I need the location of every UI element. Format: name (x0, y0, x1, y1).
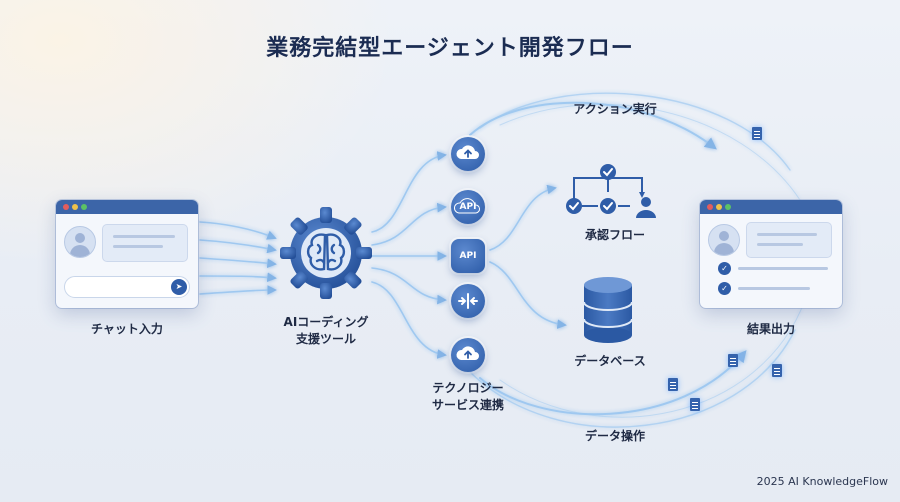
label-tech: テクノロジー サービス連携 (418, 380, 518, 414)
text-line (113, 245, 163, 248)
send-icon[interactable]: ➤ (171, 279, 187, 295)
api-top-label: API (459, 202, 477, 212)
text-line (738, 287, 810, 290)
maximize-dot-icon (81, 204, 87, 210)
brain-gear-icon (280, 207, 372, 299)
database-icon (583, 277, 633, 343)
api-mid-label: API (459, 251, 477, 261)
label-action: アクション実行 (573, 102, 657, 116)
check-icon: ✓ (718, 282, 731, 295)
label-data-ops: データ操作 (584, 429, 645, 443)
sync-arrows-icon (458, 293, 478, 309)
label-tech-line1: テクノロジー (432, 381, 504, 395)
user-avatar-icon (708, 224, 740, 256)
sync-hub (451, 284, 485, 318)
user-avatar-icon (64, 226, 96, 258)
text-line (757, 233, 817, 236)
approval-flow-icon (562, 158, 666, 222)
chat-input[interactable]: ➤ (64, 276, 190, 298)
cloud-upload-hub-bottom (451, 338, 485, 372)
result-window: ✓ ✓ (700, 200, 842, 308)
label-tech-line2: サービス連携 (431, 398, 504, 412)
cloud-upload-icon (456, 346, 479, 360)
document-icon (752, 127, 762, 140)
api-gear-hub: API (451, 239, 485, 273)
window-titlebar (700, 200, 842, 214)
chat-bubble (102, 224, 188, 262)
footer-credit: 2025 AI KnowledgeFlow (756, 475, 888, 488)
chat-window: ➤ (56, 200, 198, 308)
document-icon (668, 378, 678, 391)
label-result: 結果出力 (746, 322, 795, 336)
close-dot-icon (63, 204, 69, 210)
document-icon (690, 398, 700, 411)
label-chat-input: チャット入力 (91, 322, 163, 336)
window-titlebar (56, 200, 198, 214)
api-cloud-hub: API (451, 190, 485, 224)
label-database: データベース (574, 354, 646, 368)
brain-gear-icon (278, 205, 374, 301)
page-title: 業務完結型エージェント開発フロー (266, 36, 634, 61)
document-icon (728, 354, 738, 367)
label-ai-tool-line1: AIコーディング (283, 315, 369, 329)
cloud-upload-icon (456, 145, 479, 159)
api-cloud-icon (453, 198, 480, 214)
approval-flow-icon (566, 164, 656, 218)
document-icon (772, 364, 782, 377)
minimize-dot-icon (72, 204, 78, 210)
cloud-upload-hub (451, 137, 485, 171)
minimize-dot-icon (716, 204, 722, 210)
text-line (757, 243, 803, 246)
result-bubble (746, 222, 832, 258)
check-icon: ✓ (718, 262, 731, 275)
database-icon (580, 275, 636, 345)
text-line (113, 235, 175, 238)
text-line (738, 267, 828, 270)
label-ai-tool-line2: 支援ツール (295, 332, 356, 346)
maximize-dot-icon (725, 204, 731, 210)
close-dot-icon (707, 204, 713, 210)
label-ai-tool: AIコーディング 支援ツール (276, 314, 376, 348)
label-approval: 承認フロー (584, 228, 645, 242)
